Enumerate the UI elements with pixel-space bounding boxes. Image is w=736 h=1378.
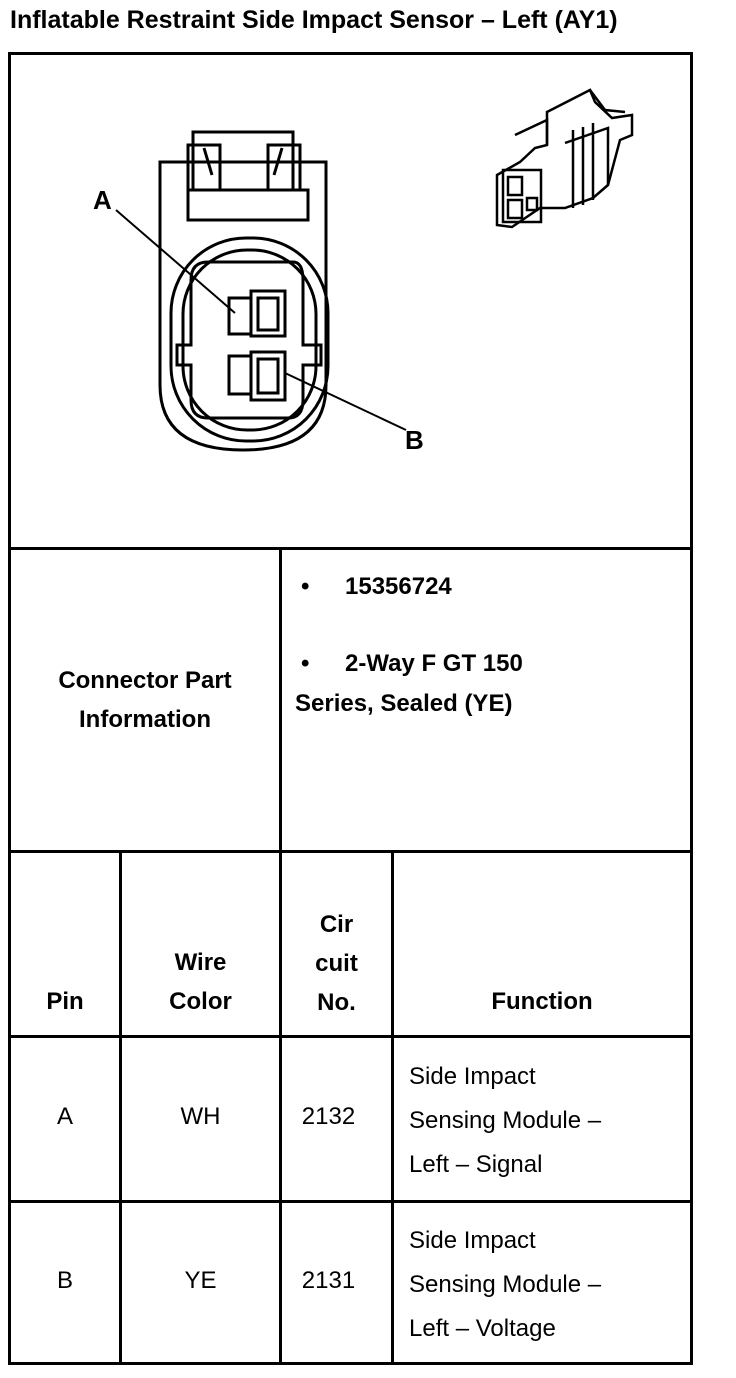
connector-info-label-line2: Information [79,706,211,733]
connector-info-list: • 15356724 • 2-Way F GT 150 Series, Sealed… [295,568,685,724]
connector-sheet: A B Connector Part Information • 15356724… [8,52,693,1365]
part-number: 15356724 [345,573,452,600]
pin-a: A [56,1103,73,1130]
header-color: Color [169,988,232,1015]
column-header-pin: Pin [46,988,84,1015]
bullet-part-number: • 15356724 [295,568,685,606]
pin-b: B [56,1267,73,1294]
connector-face-diagram [115,88,634,452]
function-b-line3: Left – Voltage [409,1315,556,1342]
function-a: Side Impact Sensing Module – Left – Sign… [409,1055,689,1187]
column-header-wire-color: Wire Color [122,943,279,1021]
wire-color-a: WH [180,1103,221,1130]
header-no: No. [317,989,356,1016]
divider [279,547,282,853]
function-a-line2: Sensing Module – [409,1107,602,1134]
column-header-circuit: Cir cuit No. [282,905,391,1022]
function-b-line2: Sensing Module – [409,1271,602,1298]
column-header-function: Function [491,988,593,1015]
page-title: Inflatable Restraint Side Impact Sensor … [10,6,618,34]
divider [11,547,690,550]
divider [119,850,122,1362]
circuit-b: 2131 [301,1267,356,1294]
function-a-line1: Side Impact [409,1063,536,1090]
function-b-line1: Side Impact [409,1227,536,1254]
header-cir: Cir [319,911,354,938]
divider [11,850,690,853]
connector-info-label: Connector Part Information [11,661,279,739]
circuit-a: 2132 [301,1103,356,1130]
bullet-connector-type: • 2-Way F GT 150 Series, Sealed (YE) [295,644,685,724]
function-b: Side Impact Sensing Module – Left – Volt… [409,1219,689,1351]
function-a-line3: Left – Signal [409,1151,543,1178]
pin-b-callout: B [405,425,424,455]
wire-color-b: YE [184,1267,217,1294]
header-wire: Wire [174,949,227,976]
divider [11,1200,690,1203]
bullet-marker: • [301,650,310,677]
pin-a-callout: A [93,185,112,215]
divider [279,850,282,1362]
header-cuit: cuit [315,950,358,977]
connector-type-continuation: Series, Sealed (YE) [295,690,513,717]
divider [391,850,394,1362]
bullet-marker: • [301,573,310,600]
connector-info-label-line1: Connector Part [58,667,232,694]
connector-type: 2-Way F GT 150 [345,650,523,677]
divider [11,1035,690,1038]
